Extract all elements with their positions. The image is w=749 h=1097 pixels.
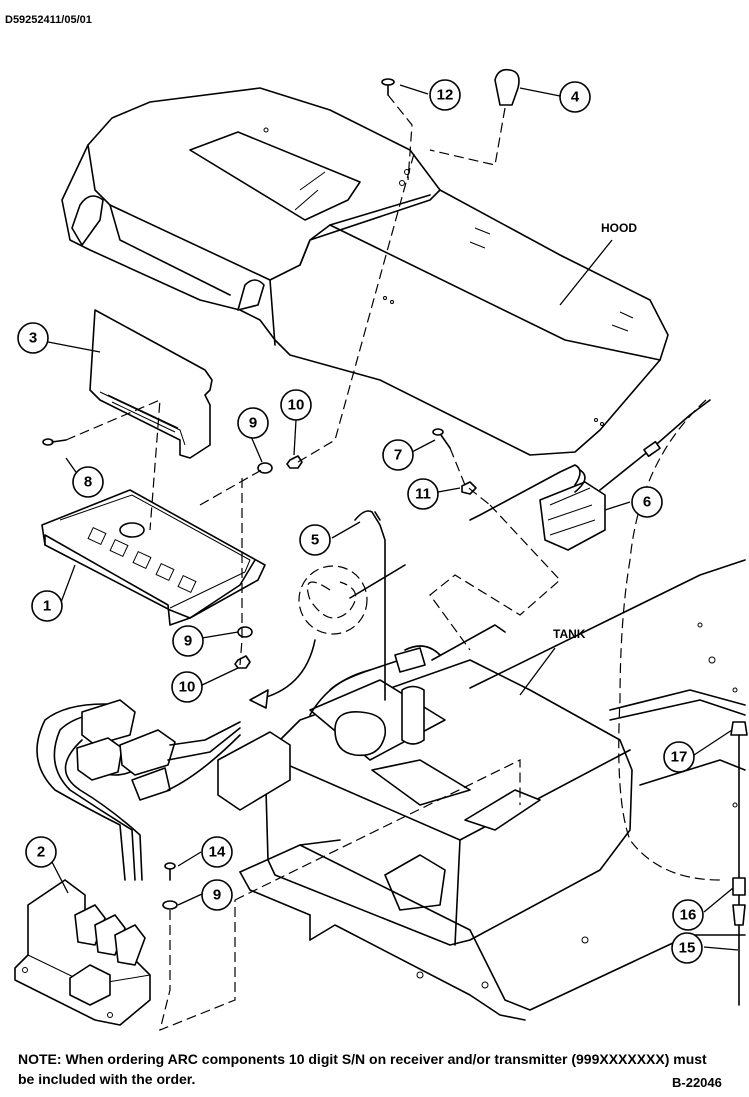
svg-text:14: 14 [209, 844, 226, 861]
callout-11: 11 [407, 478, 439, 510]
svg-text:11: 11 [415, 486, 431, 503]
panel-part [89, 309, 213, 459]
drawing-number: B-22046 [672, 1075, 722, 1090]
svg-text:15: 15 [679, 940, 696, 957]
callout-17: 17 [663, 741, 695, 773]
callout-9-lower: 9 [201, 879, 233, 911]
callout-10-upper: 10 [280, 389, 312, 421]
harness-part [36, 699, 241, 881]
hood-label: HOOD [601, 221, 637, 235]
callout-12: 12 [429, 79, 461, 111]
assembly-lines [65, 94, 721, 1031]
tank-label: TANK [553, 627, 586, 641]
callout-16: 16 [672, 899, 704, 931]
leaders [47, 84, 739, 951]
svg-text:9: 9 [213, 887, 221, 904]
svg-text:10: 10 [288, 397, 305, 414]
receiver-part [41, 489, 266, 626]
svg-text:12: 12 [437, 87, 454, 104]
callout-9-upper: 9 [237, 407, 269, 439]
callout-10-lower: 10 [171, 671, 203, 703]
ordering-note: NOTE: When ordering ARC components 10 di… [18, 1051, 707, 1087]
fuel-line-part [329, 510, 506, 701]
callout-2: 2 [25, 836, 57, 868]
svg-text:16: 16 [680, 907, 697, 924]
svg-text:2: 2 [37, 844, 45, 861]
hood-part [61, 87, 669, 456]
svg-text:1: 1 [43, 598, 51, 615]
svg-text:8: 8 [84, 474, 92, 491]
callout-4: 4 [559, 81, 591, 113]
callout-3: 3 [17, 322, 49, 354]
svg-text:7: 7 [394, 447, 402, 464]
callout-9-middle: 9 [172, 625, 204, 657]
svg-text:17: 17 [671, 749, 688, 766]
callout-14: 14 [201, 836, 233, 868]
document-id: D59252411/05/01 [5, 14, 92, 26]
callout-7: 7 [382, 439, 414, 471]
svg-text:5: 5 [311, 532, 319, 549]
svg-text:9: 9 [249, 415, 257, 432]
callout-5: 5 [299, 524, 331, 556]
callout-8: 8 [72, 466, 104, 498]
svg-text:6: 6 [643, 494, 651, 511]
tank-part [217, 659, 633, 946]
bracket-part [14, 879, 151, 1026]
sender-part [730, 721, 748, 1006]
svg-text:9: 9 [184, 633, 192, 650]
callout-6: 6 [631, 486, 663, 518]
svg-text:4: 4 [571, 89, 580, 106]
svg-text:3: 3 [29, 330, 37, 347]
svg-text:10: 10 [179, 679, 196, 696]
callout-1: 1 [31, 590, 63, 622]
valve-part [469, 399, 711, 551]
callout-15: 15 [671, 932, 703, 964]
